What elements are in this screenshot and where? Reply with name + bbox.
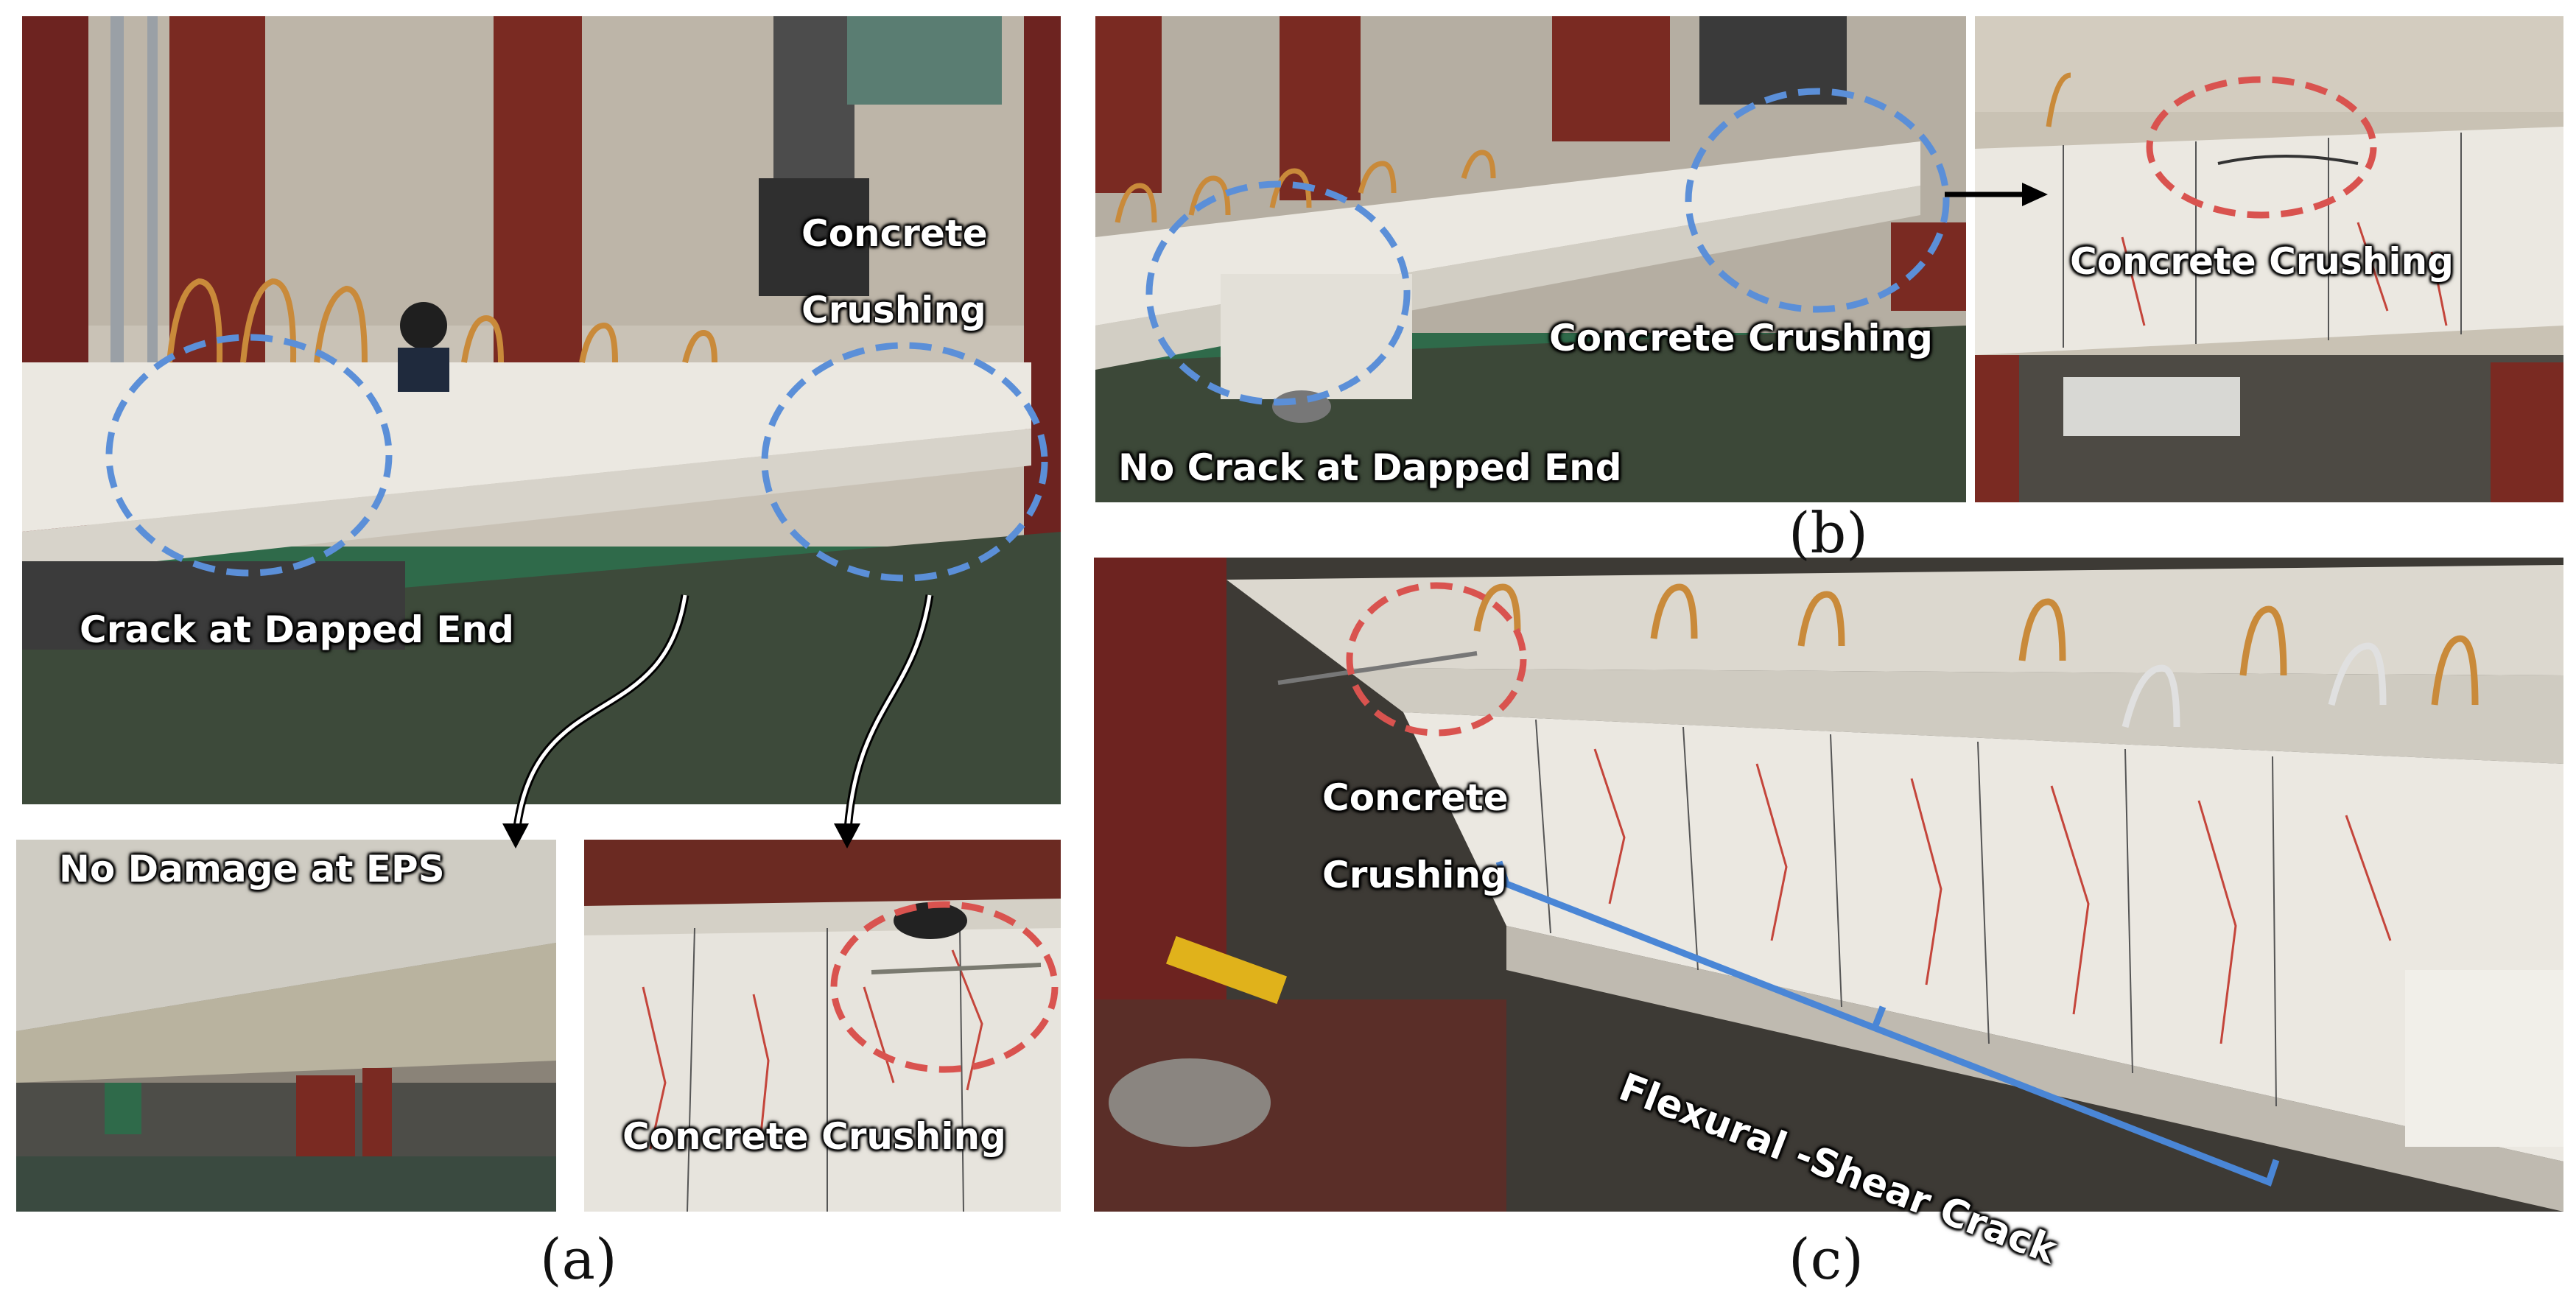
photo-b-right-image xyxy=(1975,16,2563,502)
photo-a-main-image xyxy=(22,16,1061,804)
label-c-crushing-line1: Concrete xyxy=(1322,776,1509,819)
label-a-crack-dapped-end: Crack at Dapped End xyxy=(80,608,514,651)
label-b-no-crack: No Crack at Dapped End xyxy=(1118,446,1622,489)
label-a-inset-left: No Damage at EPS xyxy=(59,848,445,890)
photo-c-image xyxy=(1094,558,2563,1212)
photo-b-left-image xyxy=(1095,16,1966,502)
label-b-crushing: Concrete Crushing xyxy=(1549,317,1933,359)
label-c-crushing-line2: Crushing xyxy=(1322,854,1507,896)
photo-b-left xyxy=(1095,16,1966,502)
caption-a: (a) xyxy=(540,1226,617,1292)
label-a-crushing-line1: Concrete xyxy=(801,212,988,255)
photo-b-right xyxy=(1975,16,2563,502)
photo-c xyxy=(1094,558,2563,1212)
label-b-right-crushing: Concrete Crushing xyxy=(2070,240,2454,283)
photo-a-inset-left xyxy=(16,840,556,1212)
label-a-crushing-line2: Crushing xyxy=(801,289,986,331)
label-a-inset-right: Concrete Crushing xyxy=(622,1115,1006,1158)
photo-a-inset-left-image xyxy=(16,840,556,1212)
caption-b: (b) xyxy=(1789,500,1868,566)
photo-a-main xyxy=(22,16,1061,804)
caption-c: (c) xyxy=(1789,1226,1864,1292)
